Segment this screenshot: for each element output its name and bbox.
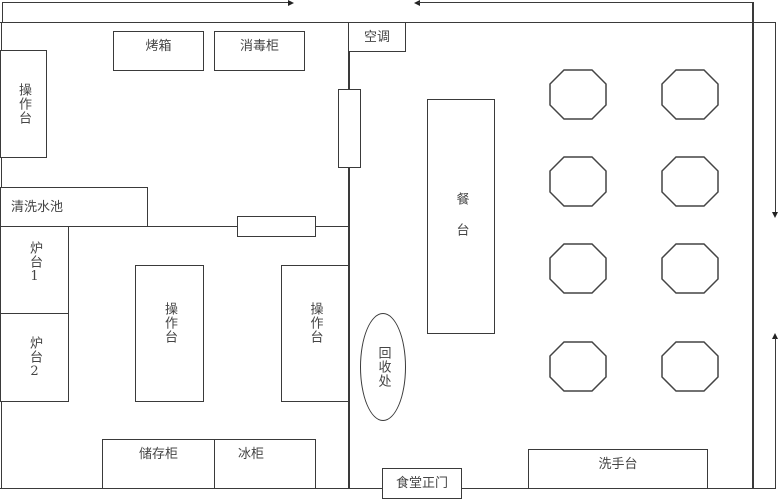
- arrow-line: [418, 2, 753, 3]
- arrow-up-icon: [772, 333, 778, 339]
- arrow-stem: [752, 2, 754, 488]
- pass-through-window-horizontal: [237, 216, 316, 237]
- serving-counter-label: 餐台: [453, 192, 469, 254]
- storage-cabinet: 储存柜: [102, 439, 215, 489]
- hand-wash-station-label: 洗手台: [598, 457, 638, 472]
- freezer-label: 冰柜: [237, 447, 264, 462]
- main-entrance: 食堂正门: [382, 468, 462, 499]
- arrow-right-icon: [288, 0, 294, 6]
- arrow-left-icon: [414, 0, 420, 6]
- dining-table-4: [661, 156, 719, 207]
- work-table-center: 操作台: [135, 265, 204, 402]
- stove-1-label: 炉台1: [27, 241, 42, 285]
- main-entrance-label: 食堂正门: [395, 476, 448, 491]
- sink-label: 清洗水池: [11, 199, 64, 215]
- dining-table-8: [661, 341, 719, 392]
- arrow-down-icon: [772, 212, 778, 218]
- work-table-right: 操作台: [281, 265, 349, 402]
- work-table-left-label: 操作台: [16, 83, 31, 125]
- dining-table-5: [549, 243, 607, 294]
- dining-table-7: [549, 341, 607, 392]
- dining-table-1: [549, 69, 607, 120]
- oven-label: 烤箱: [145, 39, 172, 54]
- serving-counter: 餐台: [427, 99, 495, 334]
- work-table-right-label: 操作台: [307, 302, 323, 344]
- arrow-line: [775, 338, 776, 488]
- stove-2: 炉台2: [0, 313, 69, 402]
- hand-wash-station: 洗手台: [528, 449, 708, 489]
- disinfection-cabinet: 消毒柜: [214, 31, 305, 71]
- storage-cabinet-label: 储存柜: [138, 447, 178, 462]
- air-conditioner: 空调: [348, 22, 406, 52]
- work-table-center-label: 操作台: [162, 302, 177, 344]
- recycling-point-label: 回收处: [375, 346, 391, 388]
- sink: 清洗水池: [0, 187, 148, 227]
- dining-table-2: [661, 69, 719, 120]
- arrow-stem: [2, 2, 3, 22]
- work-table-left: 操作台: [0, 50, 47, 158]
- pass-through-window-vertical: [338, 89, 361, 168]
- freezer: 冰柜: [214, 439, 316, 489]
- recycling-point: 回收处: [360, 313, 406, 421]
- stove-2-label: 炉台2: [27, 336, 42, 380]
- arrow-line: [2, 2, 290, 3]
- disinfection-cabinet-label: 消毒柜: [239, 39, 279, 54]
- kitchen-dining-divider: [348, 22, 350, 488]
- kitchen-inner-wall: [0, 226, 348, 227]
- dining-table-3: [549, 156, 607, 207]
- arrow-line: [775, 22, 776, 214]
- dining-table-6: [661, 243, 719, 294]
- oven: 烤箱: [113, 31, 204, 71]
- air-conditioner-label: 空调: [363, 29, 390, 45]
